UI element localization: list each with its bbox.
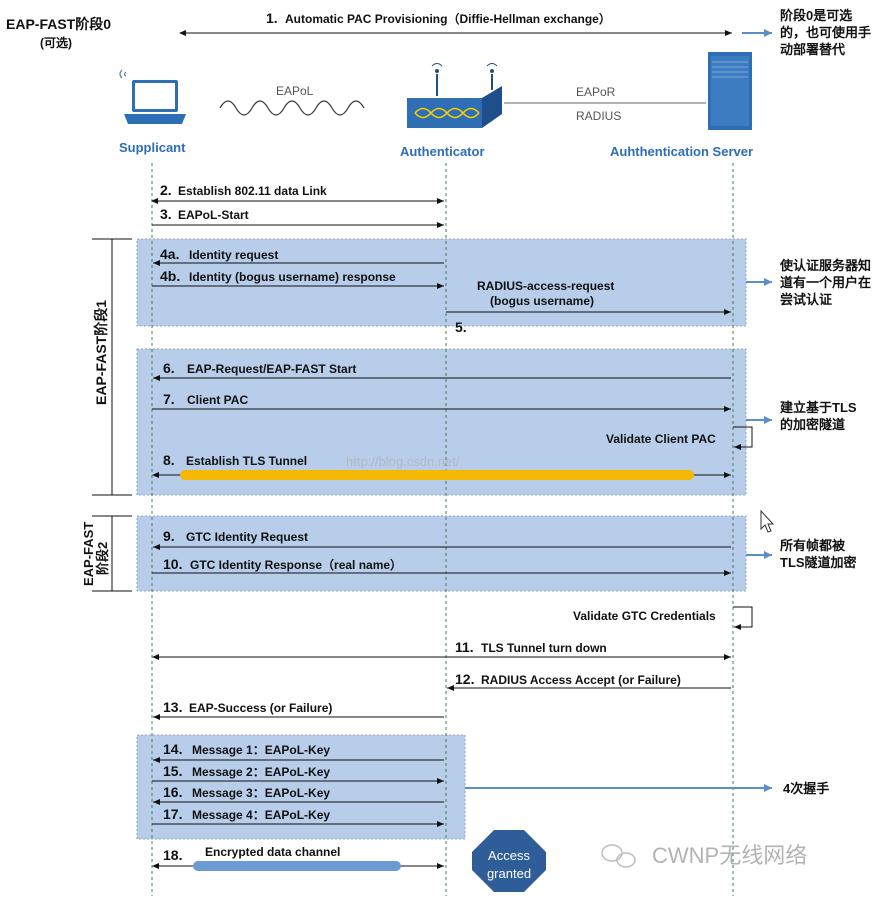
- laptop-icon: [119, 69, 186, 124]
- step12-num: 12.: [455, 671, 474, 687]
- step9-num: 9.: [163, 528, 175, 544]
- phase0-note-line3: 动部署替代: [780, 42, 845, 57]
- step14-text: Message 1：EAPoL-Key: [192, 743, 330, 757]
- step7-num: 7.: [163, 391, 175, 407]
- phase2-box: [136, 515, 747, 592]
- radius-label: RADIUS: [576, 109, 621, 123]
- phase0-note-line1: 阶段0是可选: [780, 8, 852, 23]
- phase1-bracket: [92, 238, 132, 496]
- step4b-num: 4b.: [160, 268, 180, 284]
- phase0-note-line2: 的，也可使用手: [780, 25, 871, 40]
- phase0-optional: (可选): [40, 35, 72, 50]
- access-line1: Access: [488, 848, 530, 863]
- step5-num: 5.: [455, 319, 467, 335]
- access-point-icon: [407, 63, 502, 128]
- step18-text: Encrypted data channel: [205, 845, 340, 859]
- step7-text: Client PAC: [187, 393, 248, 407]
- step15-num: 15.: [163, 763, 182, 779]
- step17-text: Message 4：EAPoL-Key: [192, 808, 330, 822]
- phase2-label-line1: EAP-FAST: [81, 522, 96, 586]
- step4b-text: Identity (bogus username) response: [189, 270, 396, 284]
- mouse-cursor-icon: [760, 509, 775, 533]
- note4-text: 4次握手: [783, 781, 829, 796]
- step8-text: Establish TLS Tunnel: [186, 454, 307, 468]
- step5-text: RADIUS-access-request: [477, 279, 614, 293]
- step9-text: GTC Identity Request: [186, 530, 308, 544]
- note3-line2: TLS隧道加密: [780, 555, 857, 570]
- step4a-num: 4a.: [160, 246, 179, 262]
- note2-line1: 建立基于TLS: [780, 400, 857, 415]
- phase2-label-line2: 阶段2: [95, 542, 110, 575]
- step6-text: EAP-Request/EAP-FAST Start: [187, 362, 356, 376]
- wechat-icon: [601, 844, 636, 868]
- step4a-text: Identity request: [189, 248, 278, 262]
- validate-client-pac-loop: [733, 426, 753, 450]
- step15-text: Message 2：EAPoL-Key: [192, 765, 330, 779]
- validate-gtc-text: Validate GTC Credentials: [573, 609, 716, 623]
- step2-num: 2.: [160, 182, 172, 198]
- phase0-step-num: 1.: [266, 10, 278, 26]
- step12-text: RADIUS Access Accept (or Failure): [481, 673, 681, 687]
- note1-line1: 使认证服务器知: [779, 258, 871, 273]
- validate-gtc-loop: [733, 606, 753, 630]
- server-icon: [708, 52, 752, 130]
- tls-tunnel-bar: [180, 470, 694, 480]
- watermark-url: http://blog.csdn.net/: [346, 454, 460, 469]
- step17-num: 17.: [163, 806, 182, 822]
- eapol-label: EAPoL: [276, 84, 314, 98]
- eapol-wave-icon: [219, 100, 365, 116]
- step10-text: GTC Identity Response（real name）: [190, 557, 402, 572]
- note2-line2: 的加密隧道: [780, 417, 845, 432]
- phase2-bracket: [92, 515, 132, 592]
- note1-line3: 尝试认证: [780, 292, 832, 307]
- note3-line1: 所有帧都被: [780, 538, 846, 553]
- eapor-label: EAPoR: [576, 85, 616, 99]
- step13-text: EAP-Success (or Failure): [189, 701, 332, 715]
- step14-num: 14.: [163, 741, 182, 757]
- step5-text2: (bogus username): [490, 294, 594, 308]
- phase0-step-text: Automatic PAC Provisioning（Diffie-Hellma…: [285, 11, 611, 26]
- step8-num: 8.: [163, 452, 175, 468]
- server-label: Auhthentication Server: [610, 144, 753, 159]
- step3-text: EAPoL-Start: [178, 208, 249, 222]
- data-channel-bar: [193, 861, 401, 871]
- access-line2: granted: [487, 866, 531, 881]
- step2-text: Establish 802.11 data Link: [178, 184, 327, 198]
- step3-num: 3.: [160, 206, 172, 222]
- access-granted-badge: [472, 830, 546, 892]
- step16-num: 16.: [163, 784, 182, 800]
- step16-text: Message 3：EAPoL-Key: [192, 786, 330, 800]
- watermark-brand: CWNP无线网络: [652, 843, 807, 868]
- step13-num: 13.: [163, 699, 182, 715]
- step18-num: 18.: [163, 847, 182, 863]
- note1-line2: 道有一个用户在: [780, 275, 871, 290]
- phase1-label: EAP-FAST阶段1: [93, 300, 109, 405]
- phase0-label: EAP-FAST阶段0: [6, 16, 111, 32]
- step10-num: 10.: [163, 556, 182, 572]
- supplicant-label: Supplicant: [119, 140, 186, 155]
- authenticator-label: Authenticator: [400, 144, 485, 159]
- step11-text: TLS Tunnel turn down: [481, 641, 607, 655]
- step6-num: 6.: [163, 360, 175, 376]
- step11-num: 11.: [455, 639, 474, 655]
- handshake-box: [136, 734, 466, 840]
- validate-client-pac-text: Validate Client PAC: [606, 432, 716, 446]
